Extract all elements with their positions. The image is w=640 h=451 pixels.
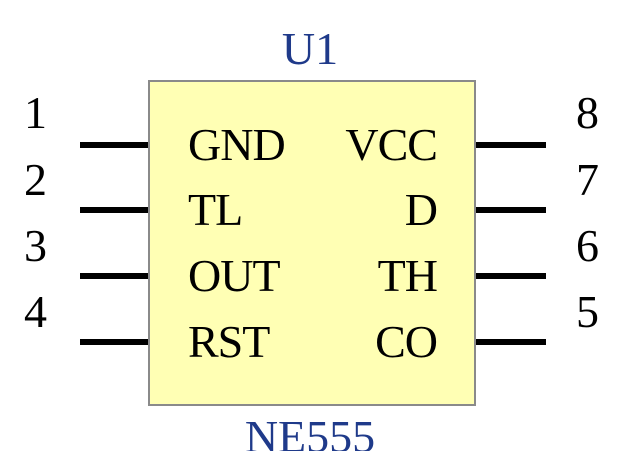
pin-4-number: 4 [24,286,47,337]
pin-7-number: 7 [576,154,599,205]
pin-1-number: 1 [24,87,47,138]
pin-6-lead [476,273,546,279]
component-value: NE555 [244,411,376,451]
pin-1-lead [80,142,148,148]
pin-8-lead [476,142,546,148]
pin-3-number: 3 [24,220,47,271]
pin-6-name: TH [377,250,438,301]
pin-8-number: 8 [576,87,599,138]
pin-7-lead [476,207,546,213]
pin-4-lead [80,339,148,345]
pin-6-number: 6 [576,220,599,271]
pin-5-lead [476,339,546,345]
pin-2-name: TL [188,184,243,235]
ic-body [148,80,476,406]
component-designator: U1 [281,23,339,74]
pin-1-name: GND [188,119,286,170]
pin-3-lead [80,273,148,279]
pin-4-name: RST [188,316,270,367]
pin-8-name: VCC [345,119,438,170]
pin-3-name: OUT [188,250,281,301]
pin-2-lead [80,207,148,213]
pin-2-number: 2 [24,154,47,205]
pin-5-name: CO [375,316,438,367]
pin-7-name: D [404,184,438,235]
pin-5-number: 5 [576,286,599,337]
